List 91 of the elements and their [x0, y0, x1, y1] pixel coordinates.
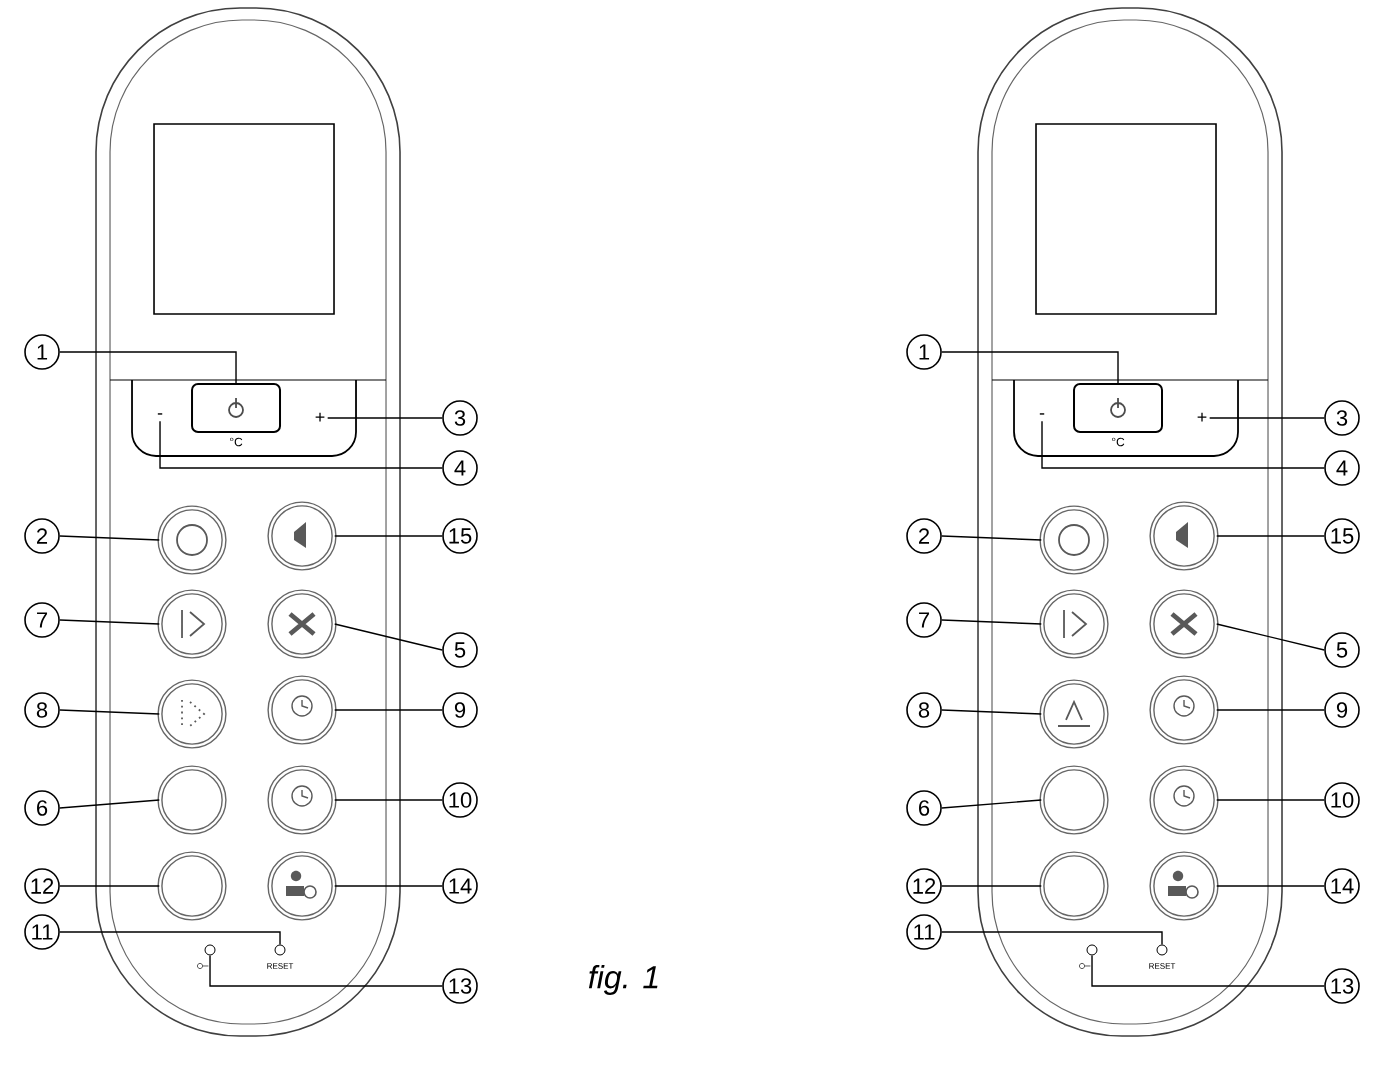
leader-line: [941, 619, 1042, 625]
leader-line: [1216, 885, 1325, 887]
callout-number: 2: [906, 518, 942, 554]
callout-number: 8: [906, 692, 942, 728]
callout-number: 13: [442, 968, 478, 1004]
leader-line: [334, 535, 443, 537]
leader-line: [1208, 417, 1325, 419]
leader-line: [59, 709, 160, 715]
round-button: [1149, 765, 1219, 835]
leader-line: [941, 535, 1042, 541]
leader-line: [334, 885, 443, 887]
leader-line: [159, 420, 443, 469]
round-button: [267, 501, 337, 571]
leader-line: [59, 799, 160, 809]
pinhole: [1156, 944, 1168, 956]
sign-label: -: [157, 413, 163, 415]
callout-number: 4: [1324, 450, 1360, 486]
leader-line: [334, 709, 443, 711]
callout-number: 5: [1324, 632, 1360, 668]
leader-line: [1216, 709, 1325, 711]
callout-number: 14: [1324, 868, 1360, 904]
callout-number: 7: [906, 602, 942, 638]
round-button: [157, 589, 227, 659]
callout-number: 8: [24, 692, 60, 728]
callout-number: 11: [24, 914, 60, 950]
leader-line: [59, 885, 160, 887]
callout-number: 14: [442, 868, 478, 904]
leader-line: [1041, 420, 1325, 469]
callout-number: 1: [906, 334, 942, 370]
callout-number: 2: [24, 518, 60, 554]
callout-number: 7: [24, 602, 60, 638]
leader-line: [59, 535, 160, 541]
leader-line: [941, 931, 1163, 946]
sign-label: +: [1197, 412, 1207, 422]
leader-line: [59, 931, 281, 946]
sign-label: +: [315, 412, 325, 422]
round-button: [157, 765, 227, 835]
round-button: [1149, 851, 1219, 921]
pinhole: [204, 944, 216, 956]
leader-line: [326, 417, 443, 419]
leader-line: [941, 799, 1042, 809]
round-button: [157, 505, 227, 575]
round-button: [1149, 675, 1219, 745]
round-button: [267, 675, 337, 745]
figure-caption: fig. 1: [588, 965, 658, 995]
round-button: [267, 851, 337, 921]
leader-line: [941, 709, 1042, 715]
power-button: [1073, 383, 1163, 433]
pinhole: [274, 944, 286, 956]
callout-number: 15: [442, 518, 478, 554]
callout-number: 9: [442, 692, 478, 728]
round-button: [1039, 589, 1109, 659]
callout-number: 12: [24, 868, 60, 904]
round-button: [157, 851, 227, 921]
round-button: [1039, 505, 1109, 575]
callout-number: 13: [1324, 968, 1360, 1004]
leader-line: [1216, 535, 1325, 537]
sign-label: -: [1039, 413, 1045, 415]
callout-number: 3: [442, 400, 478, 436]
leader-line: [334, 623, 443, 651]
leader-line: [941, 885, 1042, 887]
leader-line: [59, 619, 160, 625]
round-button: [1039, 679, 1109, 749]
callout-number: 11: [906, 914, 942, 950]
power-button: [191, 383, 281, 433]
callout-number: 3: [1324, 400, 1360, 436]
callout-number: 9: [1324, 692, 1360, 728]
round-button: [267, 765, 337, 835]
callout-number: 1: [24, 334, 60, 370]
callout-number: 15: [1324, 518, 1360, 554]
callout-number: 5: [442, 632, 478, 668]
leader-line: [941, 351, 1119, 384]
callout-number: 6: [24, 790, 60, 826]
leader-line: [1216, 623, 1325, 651]
round-button: [267, 589, 337, 659]
leader-line: [1091, 954, 1325, 987]
callout-number: 10: [1324, 782, 1360, 818]
callout-number: 12: [906, 868, 942, 904]
round-button: [1149, 589, 1219, 659]
leader-line: [334, 799, 443, 801]
leader-line: [59, 351, 237, 384]
callout-number: 4: [442, 450, 478, 486]
round-button: [1039, 851, 1109, 921]
round-button: [1149, 501, 1219, 571]
pinhole: [1086, 944, 1098, 956]
callout-number: 6: [906, 790, 942, 826]
round-button: [1039, 765, 1109, 835]
callout-number: 10: [442, 782, 478, 818]
leader-line: [1216, 799, 1325, 801]
leader-line: [209, 954, 443, 987]
round-button: [157, 679, 227, 749]
